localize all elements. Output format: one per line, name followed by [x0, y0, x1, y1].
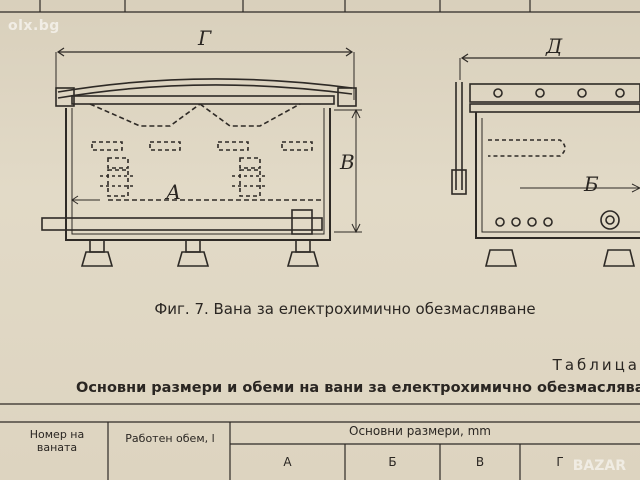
dimension-label-g: Г — [198, 26, 212, 50]
header-col-b: Б — [388, 455, 397, 469]
header-bath-number: Номер на ваната — [29, 428, 85, 454]
header-col-g: Г — [556, 455, 564, 469]
dimension-label-v: В — [340, 150, 355, 174]
front-view-drawing — [41, 47, 362, 267]
dimension-label-d: Д — [546, 34, 563, 58]
figure-caption: Фиг. 7. Вана за електрохимично обезмасля… — [154, 300, 536, 318]
header-col-a: А — [283, 455, 292, 469]
watermark-logo-bottom: BAZAR — [572, 458, 626, 474]
header-main-dimensions: Основни размери, mm — [349, 424, 491, 438]
header-working-volume: Работен обем, l — [125, 432, 215, 445]
dimension-label-b: Б — [584, 172, 599, 196]
table-title: Основни размери и обеми на вани за елект… — [76, 380, 640, 396]
table-label: Таблица — [552, 356, 640, 374]
watermark-logo: olx.bg — [8, 18, 60, 34]
dimension-label-a: А — [166, 180, 182, 204]
side-view-drawing — [451, 53, 640, 267]
header-col-v: В — [475, 455, 485, 469]
table-grid — [0, 403, 640, 480]
